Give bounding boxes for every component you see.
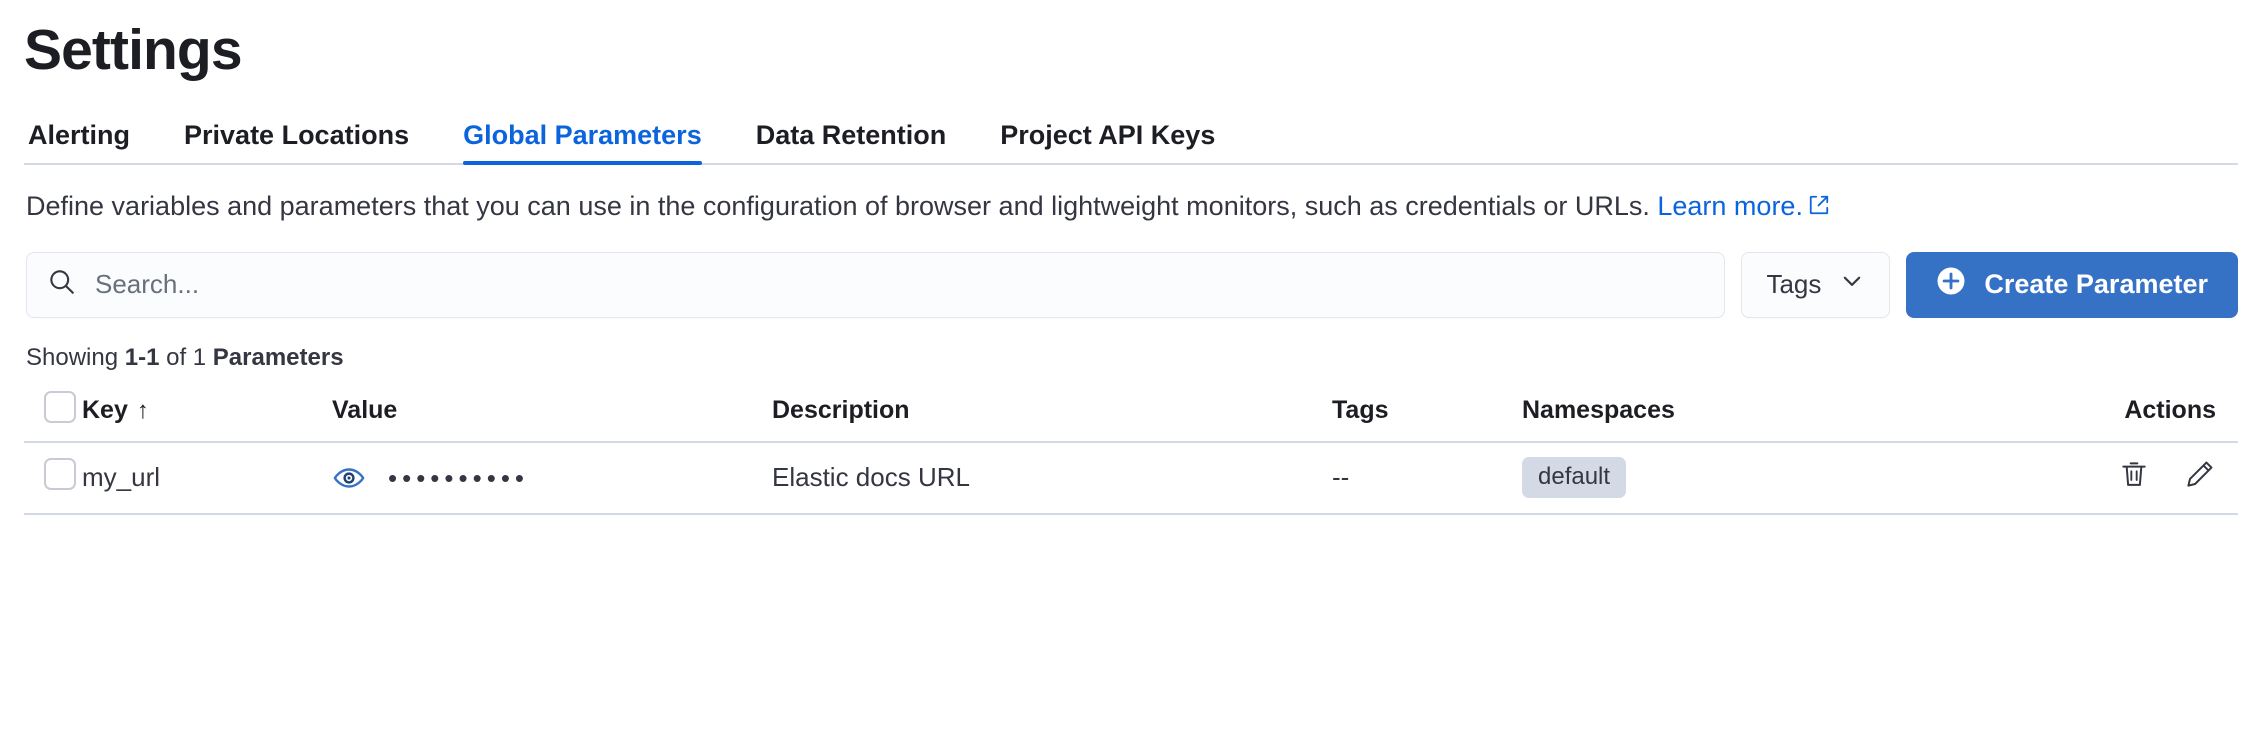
table-body: my_url •••••••••• Elastic docs UR	[24, 441, 2238, 515]
results-prefix: Showing	[26, 343, 125, 371]
header-key-label: Key	[82, 395, 128, 424]
header-key[interactable]: Key ↑	[82, 387, 332, 443]
tab-project-api-keys[interactable]: Project API Keys	[1000, 119, 1216, 150]
table-row: my_url •••••••••• Elastic docs UR	[24, 441, 2238, 515]
tags-filter-dropdown[interactable]: Tags	[1741, 251, 1891, 318]
arrow-up-icon: ↑	[136, 396, 149, 424]
tab-alerting[interactable]: Alerting	[28, 119, 131, 150]
search-input[interactable]	[93, 252, 1705, 317]
page-title: Settings	[24, 18, 243, 82]
description-text: Define variables and parameters that you…	[24, 189, 2238, 224]
row-checkbox[interactable]	[44, 458, 76, 491]
header-description[interactable]: Description	[772, 387, 1332, 443]
header-tags[interactable]: Tags	[1332, 387, 1522, 443]
trash-icon[interactable]	[2118, 458, 2150, 490]
row-description: Elastic docs URL	[772, 441, 1332, 515]
tab-global-parameters[interactable]: Global Parameters	[436, 121, 729, 165]
parameters-table: Key ↑ Value Description Tags Namespaces A…	[24, 387, 2238, 515]
row-value-cell: ••••••••••	[332, 441, 772, 515]
learn-more-link[interactable]: Learn more.	[1657, 190, 1803, 221]
eye-icon[interactable]	[332, 461, 366, 495]
external-link-icon	[1808, 190, 1830, 224]
results-noun: Parameters	[212, 343, 344, 371]
table-header-row: Key ↑ Value Description Tags Namespaces A…	[24, 387, 2238, 443]
row-tags: --	[1332, 441, 1522, 515]
create-parameter-label: Create Parameter	[1984, 269, 2208, 300]
plus-circle-icon	[1936, 266, 1966, 303]
header-value[interactable]: Value	[332, 387, 772, 443]
results-range: 1-1	[124, 343, 160, 371]
header-namespaces[interactable]: Namespaces	[1522, 387, 2062, 443]
masked-value: ••••••••••	[388, 462, 530, 493]
tab-data-retention[interactable]: Data Retention	[755, 119, 947, 150]
table-header: Key ↑ Value Description Tags Namespaces A…	[24, 387, 2238, 443]
settings-tabs: Alerting Private Locations Global Parame…	[24, 111, 2238, 165]
select-all-checkbox[interactable]	[44, 390, 76, 423]
tab-private-locations[interactable]: Private Locations	[184, 119, 410, 150]
results-middle: of 1	[159, 343, 213, 371]
tags-filter-label: Tags	[1766, 269, 1822, 300]
row-namespaces: default	[1522, 441, 2062, 515]
description-body: Define variables and parameters that you…	[26, 190, 1658, 221]
search-icon	[47, 267, 77, 302]
row-select-cell	[24, 441, 82, 515]
namespace-badge: default	[1522, 457, 1627, 498]
create-parameter-button[interactable]: Create Parameter	[1906, 251, 2238, 318]
row-actions	[2062, 441, 2238, 515]
search-box[interactable]	[26, 251, 1726, 318]
pencil-icon[interactable]	[2184, 458, 2216, 490]
results-count: Showing 1-1 of 1 Parameters	[24, 344, 2238, 372]
chevron-down-icon	[1839, 268, 1865, 301]
toolbar: Tags Create Parameter	[24, 251, 2238, 318]
header-select-all	[24, 387, 82, 443]
row-key: my_url	[82, 441, 332, 515]
header-actions: Actions	[2062, 387, 2238, 443]
